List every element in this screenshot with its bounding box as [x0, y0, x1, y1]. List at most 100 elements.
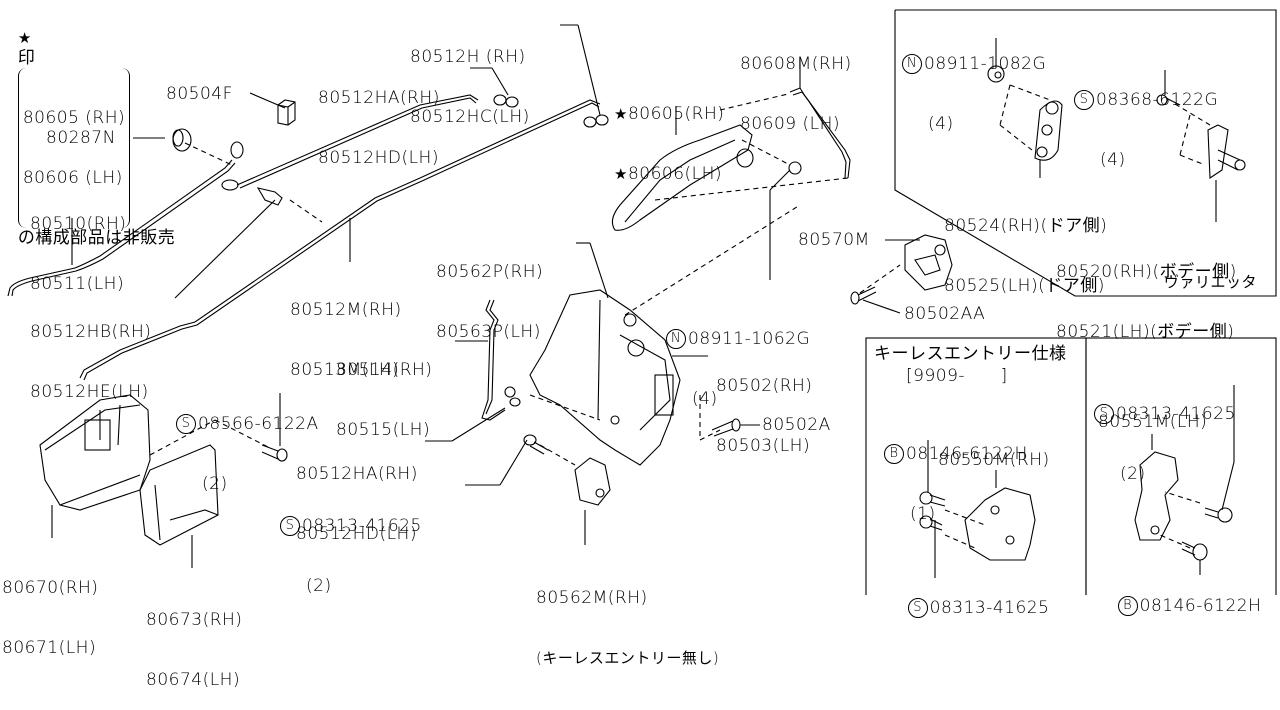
label-80513M-lh: 80513M(LH): [290, 360, 400, 380]
label-80563P-lh: 80563P(LH): [436, 322, 541, 342]
label-80502AA[interactable]: 80502AA: [904, 304, 986, 324]
label-80605[interactable]: ★80605(RH) ★80606(LH): [614, 64, 724, 204]
note-prefix: 印: [17, 48, 36, 68]
s-symbol-icon: S: [280, 516, 300, 536]
keyless-period: [9909- ]: [906, 366, 1008, 386]
label-80520[interactable]: 80520(RH)(ボデー側) 80521(LH)(ボデー側): [1056, 222, 1237, 382]
label-80670-rh: 80670(RH): [2, 578, 99, 598]
part-number: 08566-6122A: [198, 414, 319, 434]
label-80608M[interactable]: 80608M(RH) 80609 (LH): [740, 14, 852, 154]
label-80562M[interactable]: 80562M(RH) (キーレスエントリー無し): [536, 548, 719, 688]
label-80512HE-lh: 80512HE(LH): [30, 382, 149, 402]
label-80504F[interactable]: 80504F: [166, 84, 233, 104]
label-80512HB-rh: 80512HB(RH): [30, 322, 152, 342]
label-80512H[interactable]: 80512H (RH) 80512HC(LH): [410, 7, 530, 147]
label-80512HB[interactable]: 80512HB(RH) 80512HE(LH): [30, 282, 151, 422]
part-number: 08911-1062G: [688, 329, 811, 349]
label-80512HA-bottom-rh: 80512HA(RH): [296, 464, 418, 484]
label-80570M[interactable]: 80570M: [798, 230, 870, 250]
n-symbol-icon: N: [902, 54, 922, 74]
label-80671-lh: 80671(LH): [2, 638, 97, 658]
quantity: (4): [928, 114, 954, 134]
part-number: 08146-6122H: [906, 444, 1028, 464]
label-80673[interactable]: 80673(RH) 80674(LH): [146, 570, 242, 710]
label-80512HA-bottom[interactable]: 80512HA(RH) 80512HD(LH): [296, 424, 418, 564]
label-80510-rh: 80510(RH): [30, 214, 127, 234]
label-80502A[interactable]: 80502A: [762, 415, 831, 435]
label-80521-lh: 80521(LH)(ボデー側): [1056, 322, 1235, 342]
star-icon: ★: [614, 105, 628, 123]
label-80511-lh: 80511(LH): [30, 274, 125, 294]
rod-80510: [7, 159, 233, 297]
part-number: 08146-6122H: [1139, 596, 1262, 616]
quantity: (1): [910, 504, 936, 524]
b-symbol-icon: B: [1117, 596, 1138, 616]
variety-caption: ヴァリエッタ: [1164, 273, 1258, 291]
s-symbol-icon: S: [176, 414, 196, 434]
label-80514[interactable]: 80514(RH) 80515(LH): [336, 320, 432, 460]
label-80512M-rh: 80512M(RH): [290, 300, 402, 320]
label-80524[interactable]: 80524(RH)(ドア側) 80525(LH)(ドア側): [944, 176, 1107, 336]
variety-inset-border: [894, 9, 1277, 297]
label-80670[interactable]: 80670(RH) 80671(LH): [2, 538, 98, 678]
part-number: 08313-41625: [1116, 404, 1236, 424]
star-icon: ★: [614, 165, 628, 183]
rod-80512H: [236, 94, 479, 186]
label-80674-lh: 80674(LH): [146, 670, 241, 690]
leader-lines: [51, 24, 1235, 578]
keyless-inset-right-border: [1085, 337, 1277, 595]
label-80550M[interactable]: 80550M(RH): [938, 450, 1050, 470]
note-line-1: 80605 (RH): [22, 108, 126, 128]
label-80512HD-top-lh: 80512HD(LH): [318, 148, 439, 168]
quantity: (2): [202, 474, 228, 494]
dashed-lines: [149, 84, 1211, 549]
label-80287N[interactable]: 80287N: [46, 128, 116, 148]
parts-diagram-lineart: [7, 9, 1277, 595]
star-icon: ★: [17, 29, 32, 47]
label-80673-rh: 80673(RH): [146, 610, 243, 630]
label-80512HA-top-rh: 80512HA(RH): [318, 88, 440, 108]
label-80606-lh: 80606(LH): [627, 164, 723, 184]
label-80512HD-bottom-lh: 80512HD(LH): [296, 524, 417, 544]
quantity: (4): [1100, 150, 1126, 170]
label-80551M[interactable]: 80551M(LH): [1098, 412, 1208, 432]
part-number: 08368-6122G: [1096, 90, 1219, 110]
b-symbol-icon: B: [884, 444, 904, 464]
note-line-2: 80606 (LH): [22, 168, 123, 188]
label-80520-rh: 80520(RH)(ボデー側): [1056, 262, 1237, 282]
label-80605-rh: 80605(RH): [627, 104, 725, 124]
label-80525-lh: 80525(LH)(ドア側): [944, 276, 1105, 296]
note-suffix: の構成部品は非販売: [17, 228, 176, 248]
part-shapes: [39, 65, 1246, 561]
part-number: 08313-41625: [302, 516, 422, 536]
label-80609-lh: 80609 (LH): [740, 114, 841, 134]
label-80514-rh: 80514(RH): [336, 360, 433, 380]
label-80510[interactable]: 80510(RH) 80511(LH): [30, 174, 126, 314]
n-symbol-icon: N: [666, 329, 686, 349]
label-80502-rh: 80502(RH): [716, 376, 813, 396]
s-symbol-icon: S: [1094, 404, 1114, 424]
label-80562P[interactable]: 80562P(RH) 80563P(LH): [436, 222, 543, 362]
label-80562M-rh: 80562M(RH): [536, 588, 648, 608]
label-80502[interactable]: 80502(RH) 80503(LH): [716, 336, 812, 476]
quantity: (4): [692, 389, 718, 409]
label-80562P-rh: 80562P(RH): [436, 262, 544, 282]
rod-80514: [481, 299, 506, 421]
s-symbol-icon: S: [1074, 90, 1094, 110]
label-80512HA-top[interactable]: 80512HA(RH) 80512HD(LH): [318, 48, 440, 188]
label-80515-lh: 80515(LH): [336, 420, 431, 440]
label-80512HC-lh: 80512HC(LH): [410, 107, 530, 127]
label-80512M[interactable]: 80512M(RH) 80513M(LH): [290, 260, 402, 400]
rod-80512M: [79, 99, 601, 379]
rod-80608M: [789, 87, 851, 179]
non-sale-note: ★ 印 80605 (RH) 80606 (LH) の構成部品は非販売: [6, 8, 175, 248]
